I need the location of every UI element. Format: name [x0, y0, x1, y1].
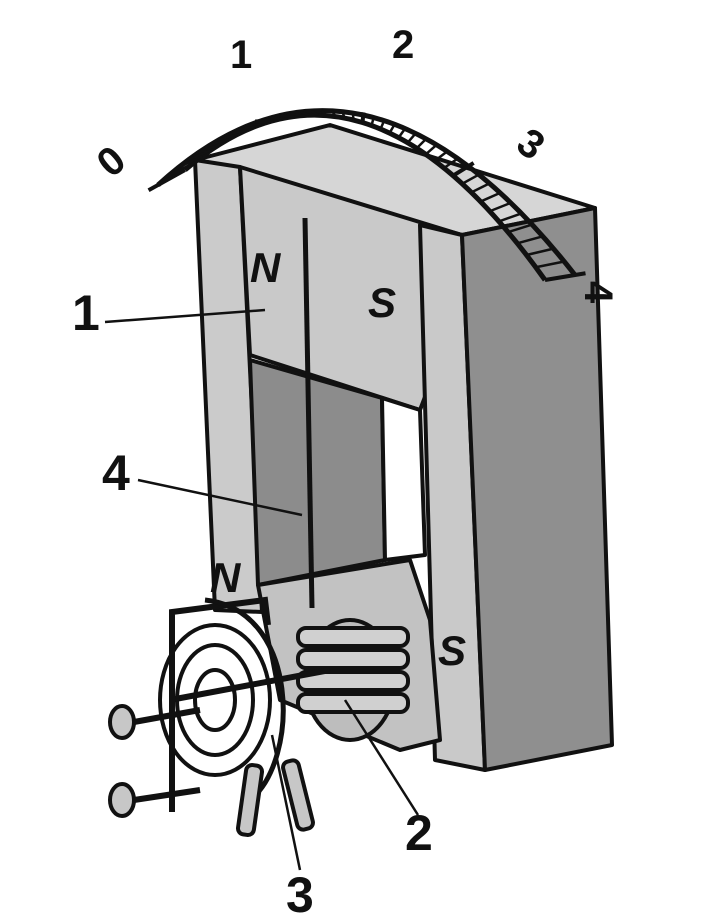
spiral-spring-inner: [195, 670, 235, 730]
scale-tick-minor: [426, 145, 437, 154]
scale-tick-minor: [250, 123, 265, 125]
pole-label-top-south: S: [368, 279, 396, 326]
scale-tick-minor: [417, 139, 426, 148]
scale-tick-major: [363, 112, 364, 122]
callout-pointer: 4: [102, 445, 130, 501]
magnet-inner-cavity: [250, 360, 385, 585]
adjusting-screws: [110, 706, 200, 816]
spiral-spring-mid: [177, 645, 253, 755]
callout-magnet: 1: [72, 285, 100, 341]
pole-label-top-north: N: [250, 244, 282, 291]
callout-coil: 2: [405, 805, 433, 861]
pole-label-bottom-north: N: [210, 554, 242, 601]
scale-number-2: 2: [392, 23, 414, 67]
scale-number-1: 1: [230, 33, 252, 77]
scale-number-0: 0: [89, 138, 134, 186]
terminal-posts: [237, 759, 314, 836]
scale-tick-major: [149, 170, 185, 190]
terminal-post: [282, 759, 314, 831]
terminal-post: [237, 764, 263, 836]
callout-spring: 3: [286, 867, 314, 919]
magnet-gap: [382, 398, 425, 560]
scale-tick-minor: [353, 113, 354, 120]
coil-winding: [298, 694, 408, 712]
scale-number-4: 4: [576, 281, 620, 304]
screw-head: [110, 706, 134, 738]
coil-winding: [298, 650, 408, 668]
scale-tick-minor: [399, 129, 405, 138]
scale-tick-minor: [280, 115, 291, 117]
scale-tick-major: [255, 121, 273, 122]
coil-winding: [298, 628, 408, 646]
pole-label-bottom-south: S: [438, 627, 466, 674]
screw-shaft: [134, 710, 200, 722]
scale-number-3: 3: [509, 120, 552, 169]
scale-tick-minor: [408, 133, 416, 142]
screw-head: [110, 784, 134, 816]
screw-shaft: [134, 790, 200, 800]
